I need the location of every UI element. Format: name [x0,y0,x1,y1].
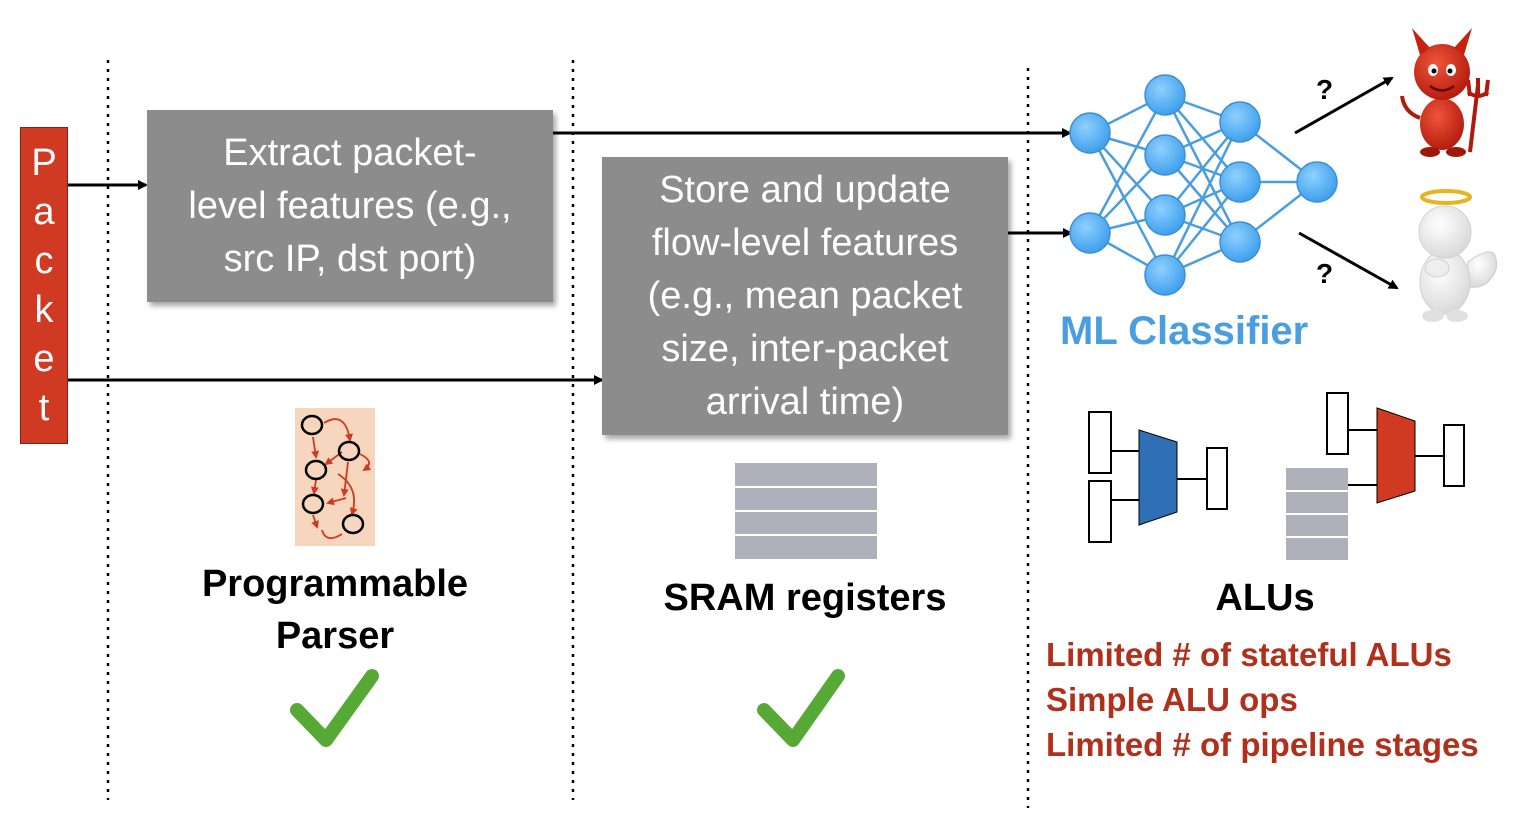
neural-network-icon [1069,74,1338,296]
packet-bar: P a c k e t [20,127,68,444]
parser-label-line: Programmable [201,563,469,605]
checkmark-icon [757,669,845,747]
angel-icon [1418,189,1497,322]
limitation-item: Limited # of pipeline stages [1046,726,1479,763]
box-line: src IP, dst port) [223,237,477,280]
sram-register-icon [735,463,877,559]
box-line: size, inter-packet [661,327,949,370]
box-line: arrival time) [705,380,905,423]
stateful-alu-icon [1286,392,1465,560]
checkmark-icon [290,669,379,747]
box-line: Store and update [659,168,951,211]
packet-letter: a [33,190,55,233]
devil-icon [1400,28,1490,157]
extract-features-box: Extract packet- level features (e.g., sr… [147,110,553,302]
packet-letter: t [38,387,50,430]
alu-limitations: Limited # of stateful ALUs Simple ALU op… [1046,632,1479,767]
limitation-item: Simple ALU ops [1046,681,1298,718]
ml-classifier-label: ML Classifier [1060,309,1309,353]
flow-arrows [68,76,1399,385]
store-features-box: Store and update flow-level features (e.… [602,157,1008,435]
box-line: flow-level features [651,221,959,264]
question-mark: ? [1316,74,1334,105]
alus-label: ALUs [1215,577,1315,619]
parser-label-line: Parser [275,615,395,657]
packet-letter: c [34,239,54,282]
parser-label: Programmable Parser [160,558,510,662]
sram-label: SRAM registers [663,577,947,619]
box-line: (e.g., mean packet [647,274,963,317]
alu-icon [1088,411,1228,543]
question-mark: ? [1316,258,1334,289]
packet-letter: P [31,141,57,184]
box-line: level features (e.g., [188,184,512,227]
packet-letter: k [34,289,54,332]
box-line: Extract packet- [223,131,477,174]
stage-separators [106,60,1030,808]
packet-letter: e [33,338,55,381]
parser-graph-icon [295,408,375,546]
limitation-item: Limited # of stateful ALUs [1046,636,1452,673]
